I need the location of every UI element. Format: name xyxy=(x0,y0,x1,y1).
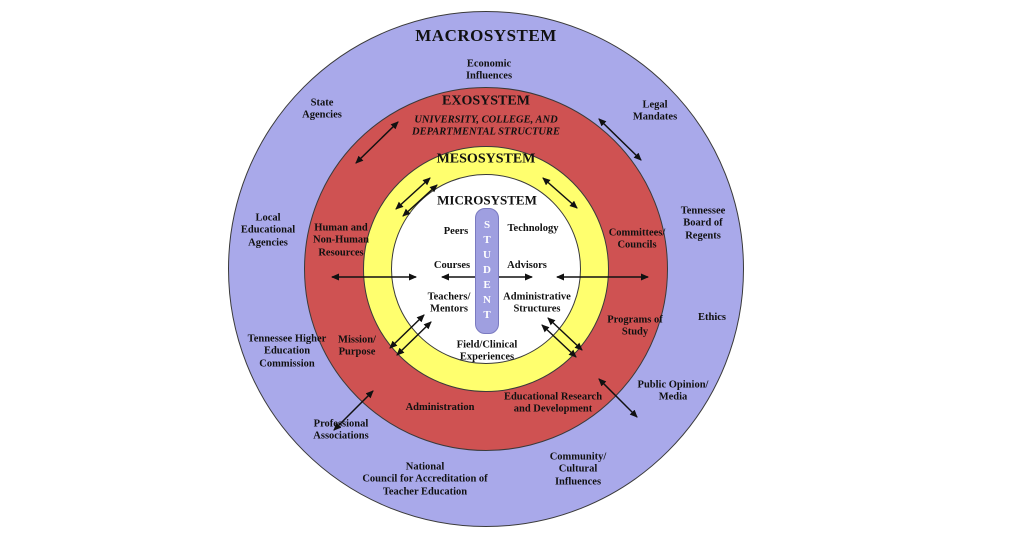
label-peers: Peers xyxy=(443,225,469,237)
label-human-resources: Human and Non-Human Resources xyxy=(312,222,370,259)
exosystem-title: EXOSYSTEM xyxy=(442,93,530,109)
label-teachers-mentors: Teachers/ Mentors xyxy=(427,291,471,315)
label-ncate: National Council for Accreditation of Te… xyxy=(362,461,488,498)
macrosystem-title: MACROSYSTEM xyxy=(415,25,557,45)
label-legal-mandates: Legal Mandates xyxy=(632,99,678,123)
label-state-agencies: State Agencies xyxy=(302,97,342,121)
mesosystem-title: MESOSYSTEM xyxy=(436,151,536,167)
exosystem-subtitle: UNIVERSITY, COLLEGE, AND DEPARTMENTAL ST… xyxy=(412,114,560,138)
label-administrative-structures: Administrative Structures xyxy=(503,291,571,315)
label-technology: Technology xyxy=(507,222,559,234)
label-ethics: Ethics xyxy=(697,311,727,323)
label-economic-influences: Economic Influences xyxy=(465,58,513,82)
label-mission-purpose: Mission/ Purpose xyxy=(338,334,376,358)
label-courses: Courses xyxy=(433,259,471,271)
label-tennessee-higher-education: Tennessee Higher Education Commission xyxy=(247,333,327,370)
label-local-educational-agencies: Local Educational Agencies xyxy=(240,212,296,249)
label-tennessee-board-of-regents: Tennessee Board of Regents xyxy=(680,205,726,242)
label-public-opinion-media: Public Opinion/ Media xyxy=(637,379,709,403)
label-community-cultural-influences: Community/ Cultural Influences xyxy=(549,451,607,488)
student-box: STUDENT xyxy=(475,208,499,334)
label-advisors: Advisors xyxy=(507,259,547,271)
label-programs-of-study: Programs of Study xyxy=(607,314,663,338)
label-administration: Administration xyxy=(405,401,475,413)
label-professional-associations: Professional Associations xyxy=(313,418,369,442)
student-label: STUDENT xyxy=(481,218,493,324)
microsystem-title: MICROSYSTEM xyxy=(437,192,537,208)
label-educational-research: Educational Research and Development xyxy=(503,391,603,415)
label-committees-councils: Committees/ Councils xyxy=(608,227,666,251)
label-field-clinical-experiences: Field/Clinical Experiences xyxy=(456,339,518,363)
